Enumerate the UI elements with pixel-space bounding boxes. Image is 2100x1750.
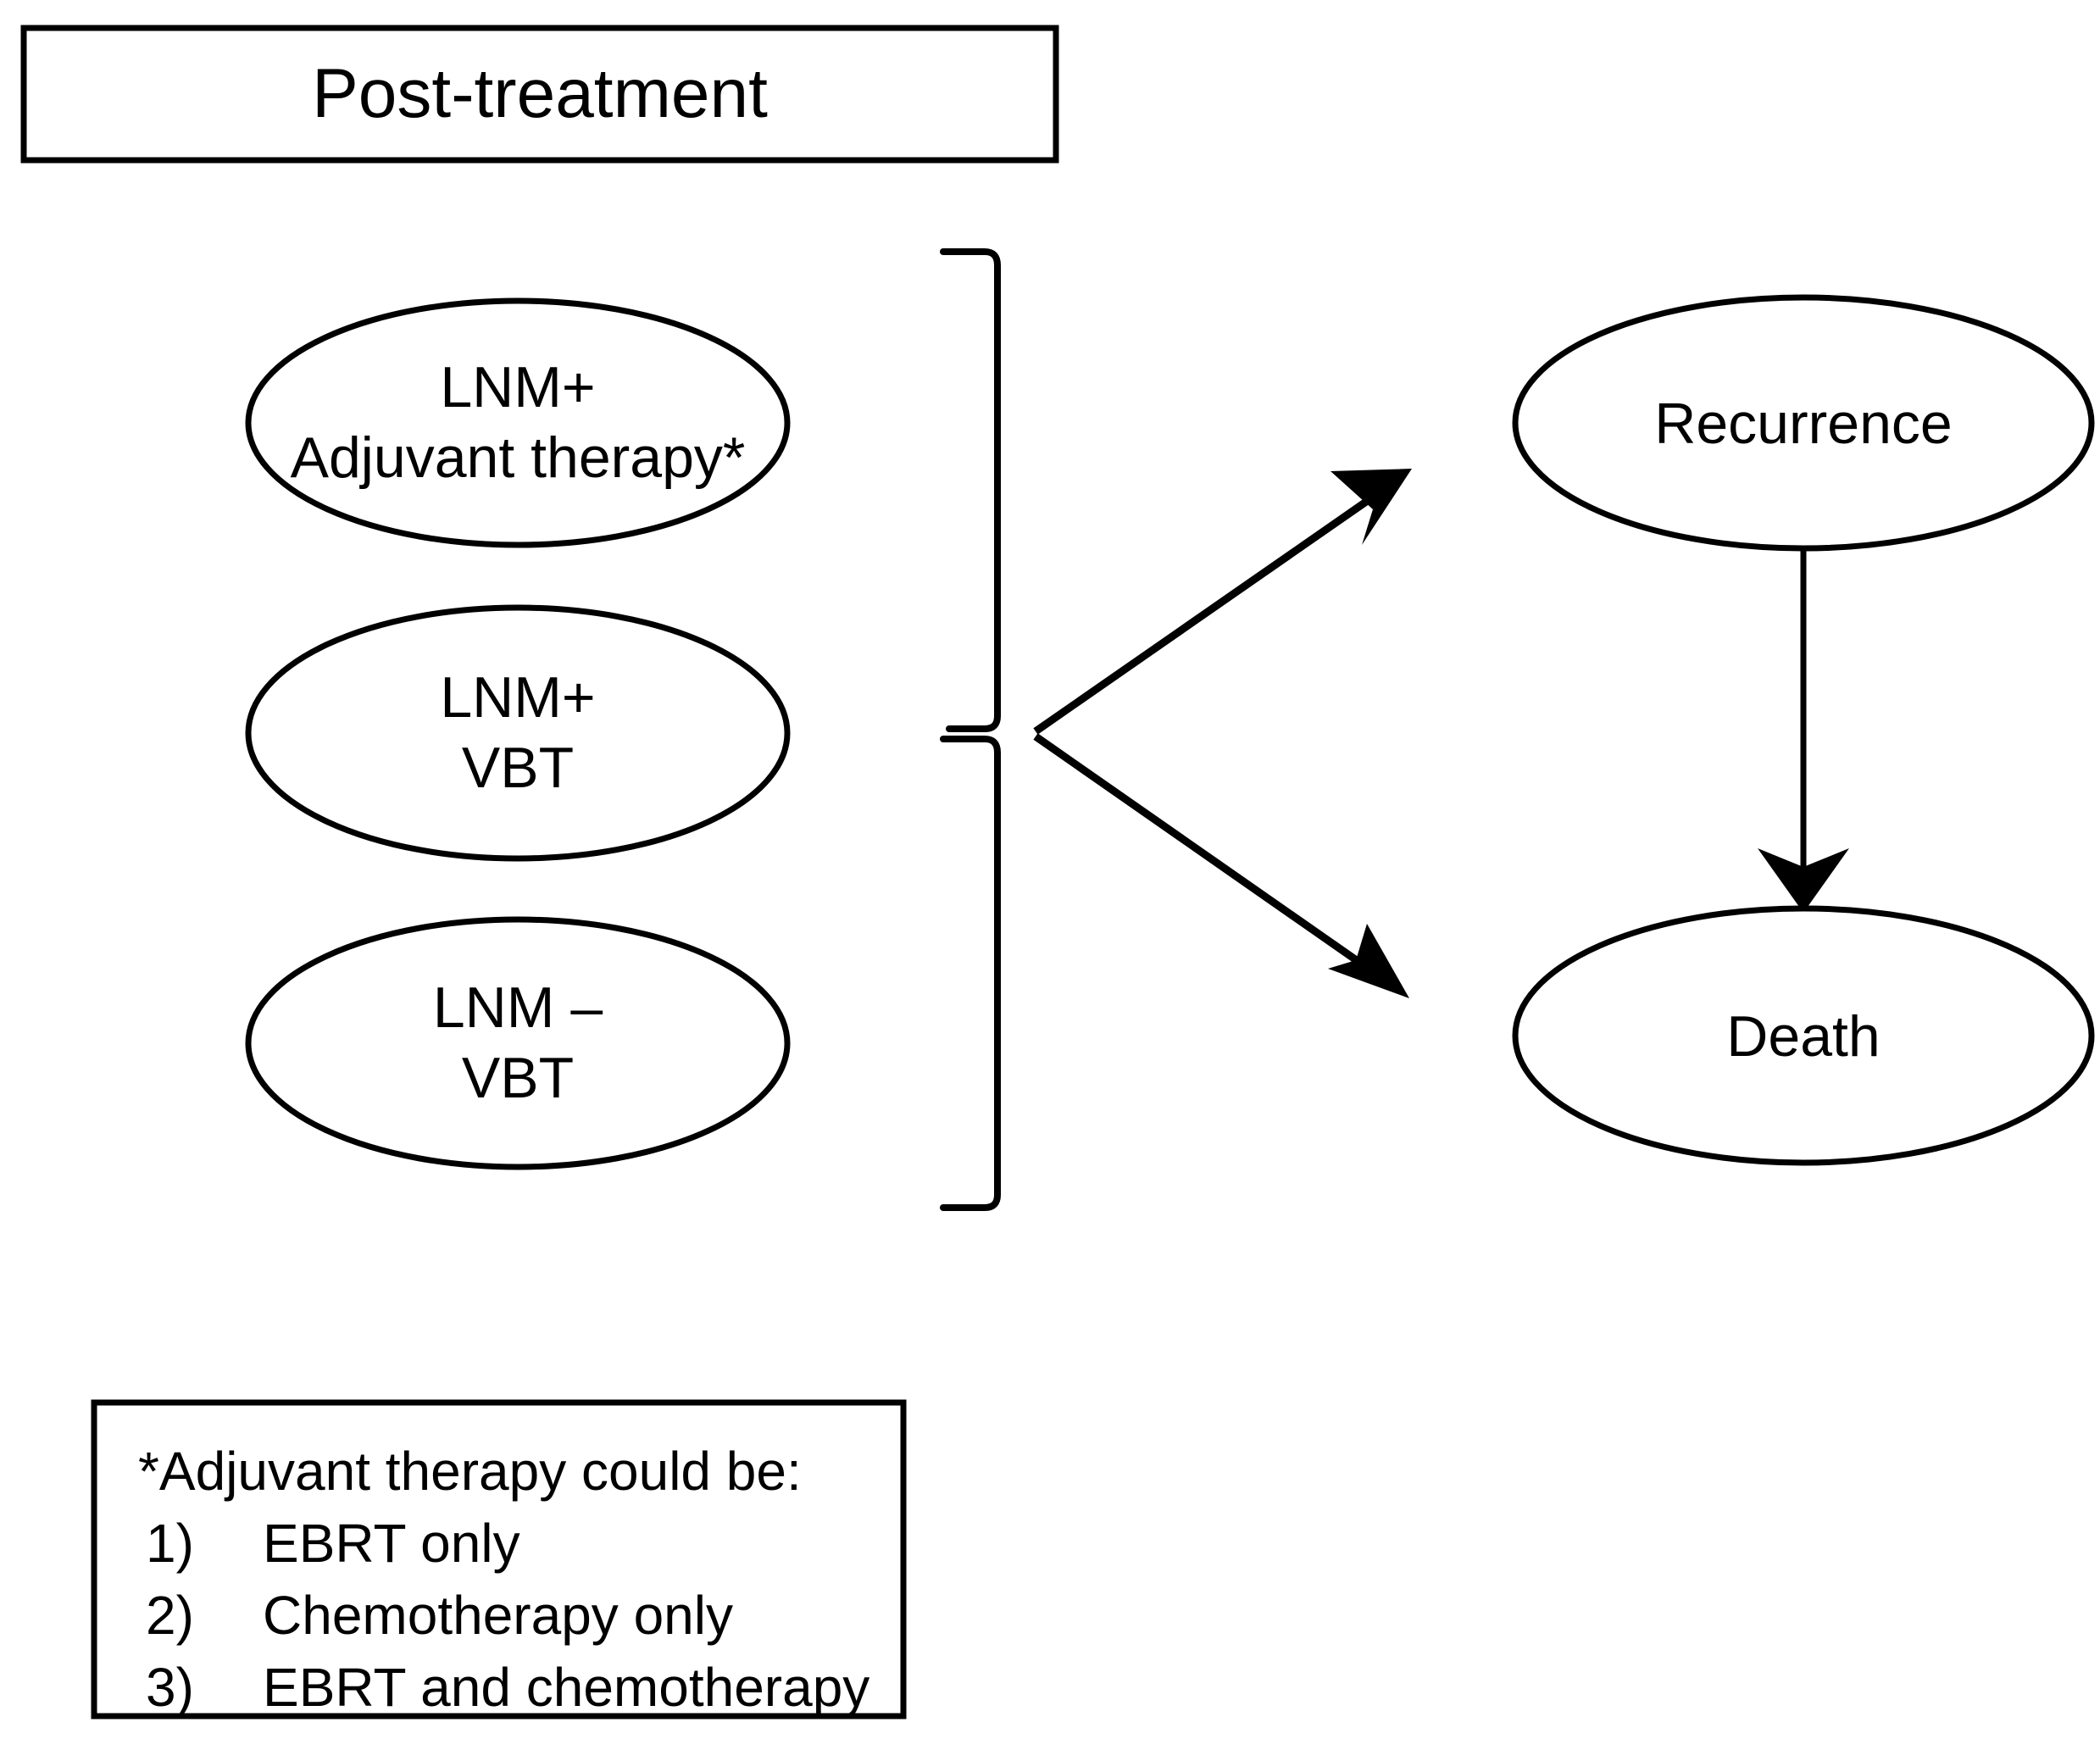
- node-lnm-pos-vbt[interactable]: LNM+ VBT: [245, 604, 791, 862]
- node-death-label: Death: [1726, 1004, 1880, 1069]
- node-lnm-pos-vbt-line2: VBT: [462, 736, 574, 800]
- node-recurrence-label: Recurrence: [1654, 392, 1953, 456]
- node-lnm-neg-vbt[interactable]: LNM – VBT: [245, 916, 791, 1170]
- node-recurrence[interactable]: Recurrence: [1512, 294, 2095, 552]
- footnote-item-3-label: EBRT and chemotherapy: [263, 1657, 869, 1718]
- footnote-item-2-number: 2): [146, 1585, 194, 1646]
- arrow-group-to-death-line: [1033, 733, 1377, 976]
- footnote-box: *Adjuvant therapy could be: 1) EBRT only…: [91, 1399, 907, 1719]
- grouping-bracket-path: [940, 248, 1001, 1211]
- node-lnm-pos-vbt-line1: LNM+: [440, 665, 595, 730]
- footnote-item-2-label: Chemotherapy only: [263, 1585, 733, 1646]
- arrow-group-to-death: [1033, 733, 1409, 998]
- footnote-heading: *Adjuvant therapy could be:: [138, 1441, 802, 1502]
- arrow-group-to-death-head: [1328, 924, 1409, 998]
- node-lnm-pos-adjuvant[interactable]: LNM+ Adjuvant therapy*: [245, 297, 791, 548]
- footnote-item-1-number: 1): [146, 1513, 194, 1574]
- title-box-rect: [20, 25, 1059, 164]
- node-lnm-pos-adjuvant-line1: LNM+: [440, 355, 595, 419]
- node-lnm-neg-vbt-line1: LNM –: [433, 975, 603, 1040]
- grouping-bracket: [940, 248, 1001, 1211]
- node-lnm-pos-vbt-shape[interactable]: [245, 604, 791, 862]
- node-lnm-pos-adjuvant-shape[interactable]: [245, 297, 791, 548]
- title-box: Post-treatment: [20, 25, 1059, 164]
- arrow-recurrence-to-death-head: [1758, 848, 1849, 913]
- arrow-group-to-recurrence: [1033, 469, 1412, 735]
- node-lnm-pos-adjuvant-line2: Adjuvant therapy*: [291, 425, 746, 490]
- title-box-label: Post-treatment: [312, 55, 768, 132]
- footnote-box-rect: [91, 1399, 907, 1719]
- node-lnm-neg-vbt-line2: VBT: [462, 1046, 574, 1110]
- node-death[interactable]: Death: [1512, 905, 2095, 1166]
- footnote-item-1-label: EBRT only: [263, 1513, 520, 1574]
- footnote-item-3-number: 3): [146, 1657, 194, 1718]
- node-death-shape[interactable]: [1512, 905, 2095, 1166]
- node-lnm-neg-vbt-shape[interactable]: [245, 916, 791, 1170]
- arrow-group-to-recurrence-head: [1331, 469, 1412, 545]
- arrow-recurrence-to-death: [1758, 547, 1849, 913]
- arrow-group-to-recurrence-line: [1033, 491, 1380, 735]
